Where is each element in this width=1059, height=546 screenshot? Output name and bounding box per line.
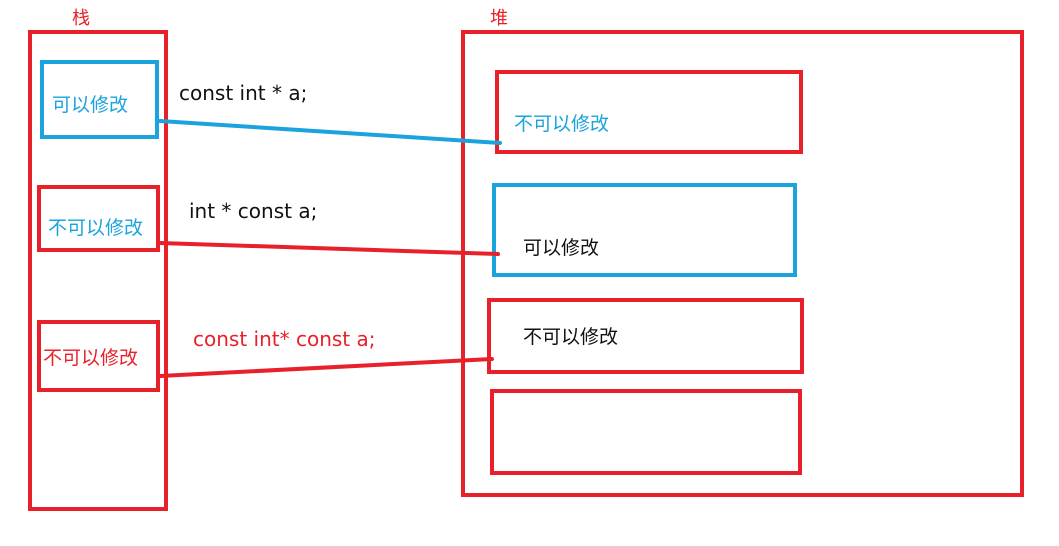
declaration-const-int-const-ptr: const int* const a;	[193, 327, 376, 351]
heap-title: 堆	[490, 8, 508, 29]
heap-cell-3-label: 不可以修改	[523, 326, 619, 348]
connector-line-blue	[158, 119, 502, 145]
stack-cell-2-label: 不可以修改	[48, 217, 144, 239]
stack-cell-3	[37, 320, 160, 392]
stack-cell-1-label: 可以修改	[52, 94, 129, 116]
connector-line-red-1	[158, 241, 500, 256]
heap-cell-4	[490, 389, 802, 475]
heap-cell-2-label: 可以修改	[523, 237, 600, 259]
stack-region	[28, 30, 168, 511]
declaration-const-int-ptr: const int * a;	[179, 81, 308, 105]
declaration-int-const-ptr: int * const a;	[189, 199, 318, 223]
stack-cell-2	[37, 185, 160, 252]
connector-line-red-2	[158, 357, 494, 378]
stack-title: 栈	[72, 8, 90, 29]
heap-cell-2	[492, 183, 797, 277]
heap-cell-1	[495, 70, 803, 154]
heap-cell-1-label: 不可以修改	[514, 113, 610, 135]
stack-cell-1	[40, 60, 159, 139]
heap-cell-3	[487, 298, 804, 374]
stack-cell-3-label: 不可以修改	[43, 347, 139, 369]
heap-region	[461, 30, 1024, 497]
